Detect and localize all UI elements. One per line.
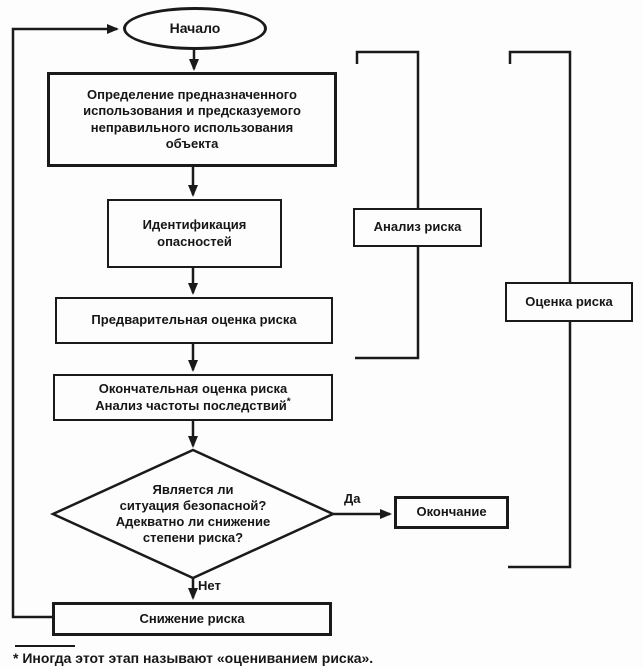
footnote-text: Иногда этот этап называют «оцениванием р… xyxy=(22,650,374,666)
final-line-2: Анализ частоты последствий* xyxy=(95,396,291,413)
end-label: Окончание xyxy=(416,504,487,520)
hazard-line: опасностей xyxy=(157,233,232,249)
decision-line: Адекватно ли снижение xyxy=(115,514,271,529)
start-label: Начало xyxy=(169,19,221,36)
final-assessment-node: Окончательная оценка риска Анализ частот… xyxy=(53,374,333,421)
risk-reduction-node: Снижение риска xyxy=(52,602,332,636)
footnote-marker: * xyxy=(286,396,291,408)
hazard-line: Идентификация xyxy=(142,217,247,233)
end-node: Окончание xyxy=(394,496,509,529)
footnote-separator-rule xyxy=(15,645,75,647)
define-use-line: Определение предназначенного xyxy=(87,87,297,102)
start-node: Начало xyxy=(123,7,267,50)
decision-line: степени риска? xyxy=(142,530,244,546)
decision-line: ситуация безопасной? xyxy=(119,497,267,513)
decision-node-text: Является ли ситуация безопасной? Адекват… xyxy=(93,464,293,564)
decision-diamond-shape xyxy=(49,448,337,580)
risk-analysis-bracket xyxy=(355,50,420,360)
decision-line: Является ли xyxy=(152,481,234,497)
risk-assessment-group-label: Оценка риска xyxy=(505,282,633,322)
footnote-marker: * xyxy=(13,650,19,666)
yes-edge-label: Да xyxy=(344,491,361,506)
risk-assessment-text: Оценка риска xyxy=(525,293,613,309)
define-use-line: объекта xyxy=(165,135,219,151)
final-line-1: Окончательная оценка риска xyxy=(98,381,288,397)
preliminary-assessment-node: Предварительная оценка риска xyxy=(55,297,333,344)
no-edge-label: Нет xyxy=(198,578,221,593)
hazard-identification-node: Идентификация опасностей xyxy=(107,199,282,268)
footnote: * Иногда этот этап называют «оцениванием… xyxy=(13,650,483,666)
risk-analysis-group-label: Анализ риска xyxy=(353,208,482,247)
risk-analysis-text: Анализ риска xyxy=(373,219,462,235)
risk-assessment-bracket xyxy=(508,50,572,569)
feedback-loop-line xyxy=(11,24,119,619)
preliminary-label: Предварительная оценка риска xyxy=(91,312,297,328)
define-use-line: использования и предсказуемого xyxy=(83,103,301,119)
reduce-label: Снижение риска xyxy=(139,610,245,626)
define-use-node: Определение предназначенного использован… xyxy=(47,72,337,167)
define-use-line: неправильного использования xyxy=(90,119,294,135)
